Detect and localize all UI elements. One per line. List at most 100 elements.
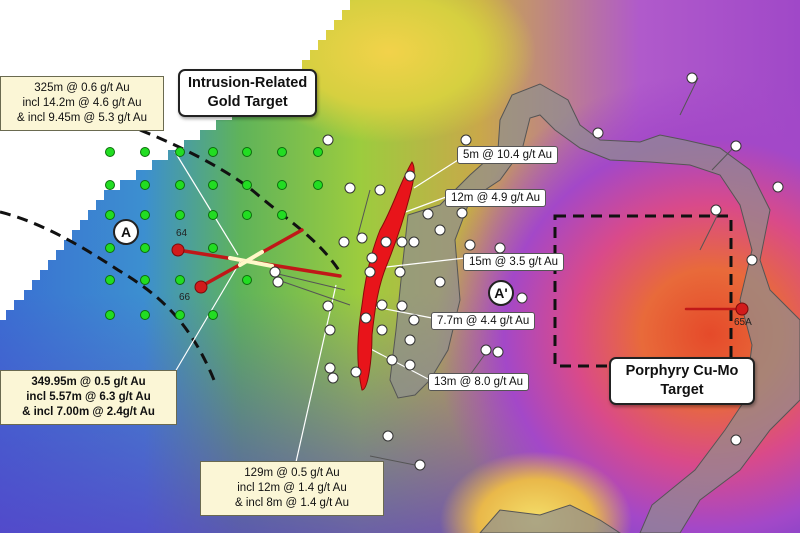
soil-sample-dot [175,275,185,285]
note-bottom-mid-line-2: incl 12m @ 1.4 g/t Au [237,482,347,494]
leader-lines [174,151,466,463]
drill-collar-dot [366,252,378,264]
soil-sample-dot [242,147,252,157]
soil-sample-dot [175,147,185,157]
collar-64 [171,243,185,257]
drill-collars [269,72,784,471]
drill-collar-dot [746,254,758,266]
soil-sample-dot [208,310,218,320]
drill-collar-dot [322,134,334,146]
soil-sample-dot [313,147,323,157]
drill-collar-dot [408,236,420,248]
drill-collar-dot [408,314,420,326]
intercept-label-1: 5m @ 10.4 g/t Au [457,146,559,164]
note-top-left-line-1: 325m @ 0.6 g/t Au [34,82,130,94]
drill-collar-dot [360,312,372,324]
drill-collar-dot [772,181,784,193]
drill-collar-dot [434,224,446,236]
drill-collar-dot [456,207,468,219]
hole-label-64: 64 [176,228,188,239]
soil-sample-dot [140,243,150,253]
intercept-label-5: 13m @ 8.0 g/t Au [428,373,530,391]
drill-collar-dot [710,204,722,216]
collar-66 [194,280,208,294]
soil-sample-dot [175,310,185,320]
drill-collar-dot [364,266,376,278]
soil-sample-dot [277,180,287,190]
drill-collar-dot [730,434,742,446]
hole-label-66: 66 [179,292,191,303]
collar-65a [735,302,749,316]
drill-collar-dot [686,72,698,84]
drill-collar-dot [460,134,472,146]
drill-collar-dot [404,170,416,182]
drill-collar-dot [516,292,528,304]
note-bottom-left-line-1: 349.95m @ 0.5 g/t Au [31,376,146,388]
hole-label-65a: 65A [734,317,752,328]
drill-collar-dot [404,334,416,346]
drill-collar-dot [396,300,408,312]
note-bottom-left-line-3: & incl 7.00m @ 2.4g/t Au [22,406,155,418]
leader-top-left [174,151,239,256]
section-marker-a-prime: A' [488,280,514,306]
drill-collar-dot [269,266,281,278]
intrusion-target-line-2: Gold Target [207,94,288,110]
drill-collar-dot [324,362,336,374]
porphyry-target-line-2: Target [660,382,704,398]
soil-sample-dot [105,180,115,190]
note-top-left-line-3: & incl 9.45m @ 5.3 g/t Au [17,112,147,124]
drill-collar-dot [376,324,388,336]
soil-sample-dot [208,180,218,190]
soil-sample-dot [105,310,115,320]
drill-collar-dot [464,239,476,251]
note-bottom-mid: 129m @ 0.5 g/t Au incl 12m @ 1.4 g/t Au … [200,461,384,516]
leader-i3 [377,257,466,269]
soil-sample-dot [277,147,287,157]
section-marker-a: A [113,219,139,245]
note-bottom-left: 349.95m @ 0.5 g/t Au incl 5.57m @ 6.3 g/… [0,370,177,425]
drill-collar-dot [492,346,504,358]
drill-collar-dot [394,266,406,278]
porphyry-target-line-1: Porphyry Cu-Mo [625,363,739,379]
drill-collar-dot [730,140,742,152]
soil-sample-dot [277,210,287,220]
soil-sample-dot [208,243,218,253]
drill-collar-dot [480,344,492,356]
intercept-label-2: 12m @ 4.9 g/t Au [445,189,547,207]
leader-i5 [364,345,431,381]
drill-collar-dot [404,359,416,371]
soil-sample-grid [105,147,323,320]
soil-sample-dot [140,310,150,320]
drill-collar-dot [434,276,446,288]
soil-sample-dot [105,147,115,157]
note-bottom-left-line-2: incl 5.57m @ 6.3 g/t Au [26,391,151,403]
grey-intrusion-outline [389,83,800,533]
drill-collar-dot [386,354,398,366]
porphyry-target-label: Porphyry Cu-Mo Target [609,357,755,405]
drill-collar-dot [396,236,408,248]
soil-sample-dot [140,275,150,285]
note-bottom-mid-line-3: & incl 8m @ 1.4 g/t Au [235,497,349,509]
leader-i1 [413,159,459,189]
intercept-label-4: 7.7m @ 4.4 g/t Au [431,312,536,330]
drill-collar-dot [324,324,336,336]
drill-collar-dot [374,184,386,196]
drill-collar-dot [344,182,356,194]
drill-collar-dot [494,242,506,254]
soil-sample-dot [175,210,185,220]
drill-collar-dot [272,276,284,288]
drill-collar-dot [356,232,368,244]
soil-sample-dot [140,147,150,157]
drill-collar-dot [382,430,394,442]
drill-collar-dot [422,208,434,220]
drill-collar-dot [338,236,350,248]
drill-collar-dot [350,366,362,378]
soil-sample-dot [242,180,252,190]
soil-sample-dot [208,147,218,157]
soil-sample-dot [105,243,115,253]
intrusion-target-line-1: Intrusion-Related [188,75,308,91]
soil-sample-dot [313,180,323,190]
soil-sample-dot [140,180,150,190]
